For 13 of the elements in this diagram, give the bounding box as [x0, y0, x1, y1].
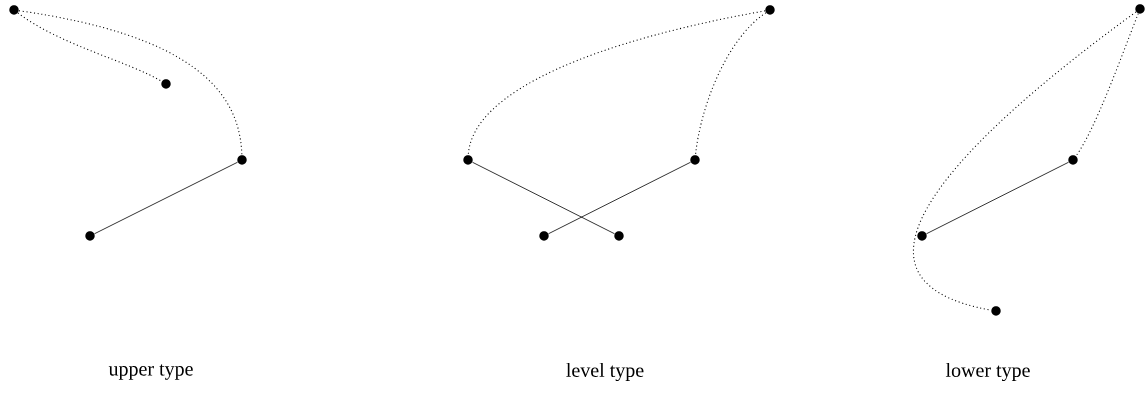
- line: [926, 161, 1069, 235]
- dotted-curve: [17, 12, 163, 82]
- dotted-curve: [467, 10, 766, 156]
- caption: lower type: [945, 362, 1030, 382]
- line: [472, 161, 615, 235]
- caption: upper type: [108, 364, 193, 380]
- dotted-curve: [913, 11, 1137, 311]
- caption: level type: [566, 362, 644, 382]
- line: [548, 161, 691, 235]
- line: [94, 161, 238, 235]
- dotted-curve: [694, 12, 767, 156]
- dotted-curve: [1075, 13, 1139, 157]
- dotted-curve: [18, 10, 243, 156]
